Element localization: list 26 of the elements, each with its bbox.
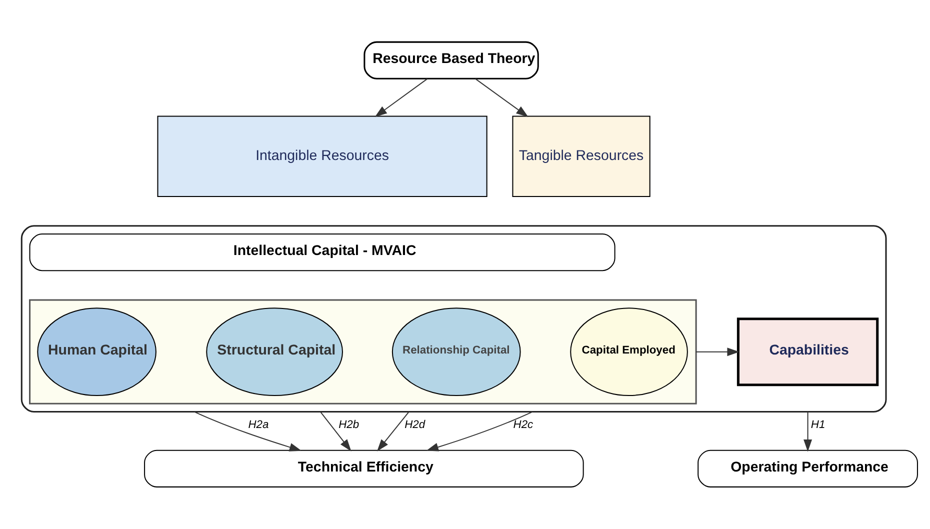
node-box: Intangible Resources [156,116,487,197]
edge-label: H1 [810,418,825,431]
cluster [20,225,886,413]
node-ellipse: Human Capital [36,308,156,396]
arrow [474,78,528,118]
node-box: Operating Performance [697,450,918,488]
node-box: Capabilities [736,318,878,386]
arrow [194,411,302,452]
edge-label: H2c [512,418,533,431]
arrow [376,411,409,452]
arrow [320,411,351,452]
arrow [374,78,428,118]
edge-label: H2a [248,418,268,431]
node-box: Technical Efficiency [144,450,584,488]
cluster [28,299,696,404]
edge-label: H2d [404,418,425,431]
node-ellipse: Capital Employed [570,308,688,396]
node-box: Resource Based Theory [363,41,538,80]
node-ellipse: Structural Capital [206,308,342,396]
node-ellipse: Relationship Capital [391,308,520,396]
arrow [426,411,532,452]
arrow [803,412,812,452]
node-box: Tangible Resources [512,116,650,197]
edge-label: H2b [338,418,359,431]
arrow [696,348,739,356]
node-box: Intellectual Capital - MVAIC [28,234,615,272]
